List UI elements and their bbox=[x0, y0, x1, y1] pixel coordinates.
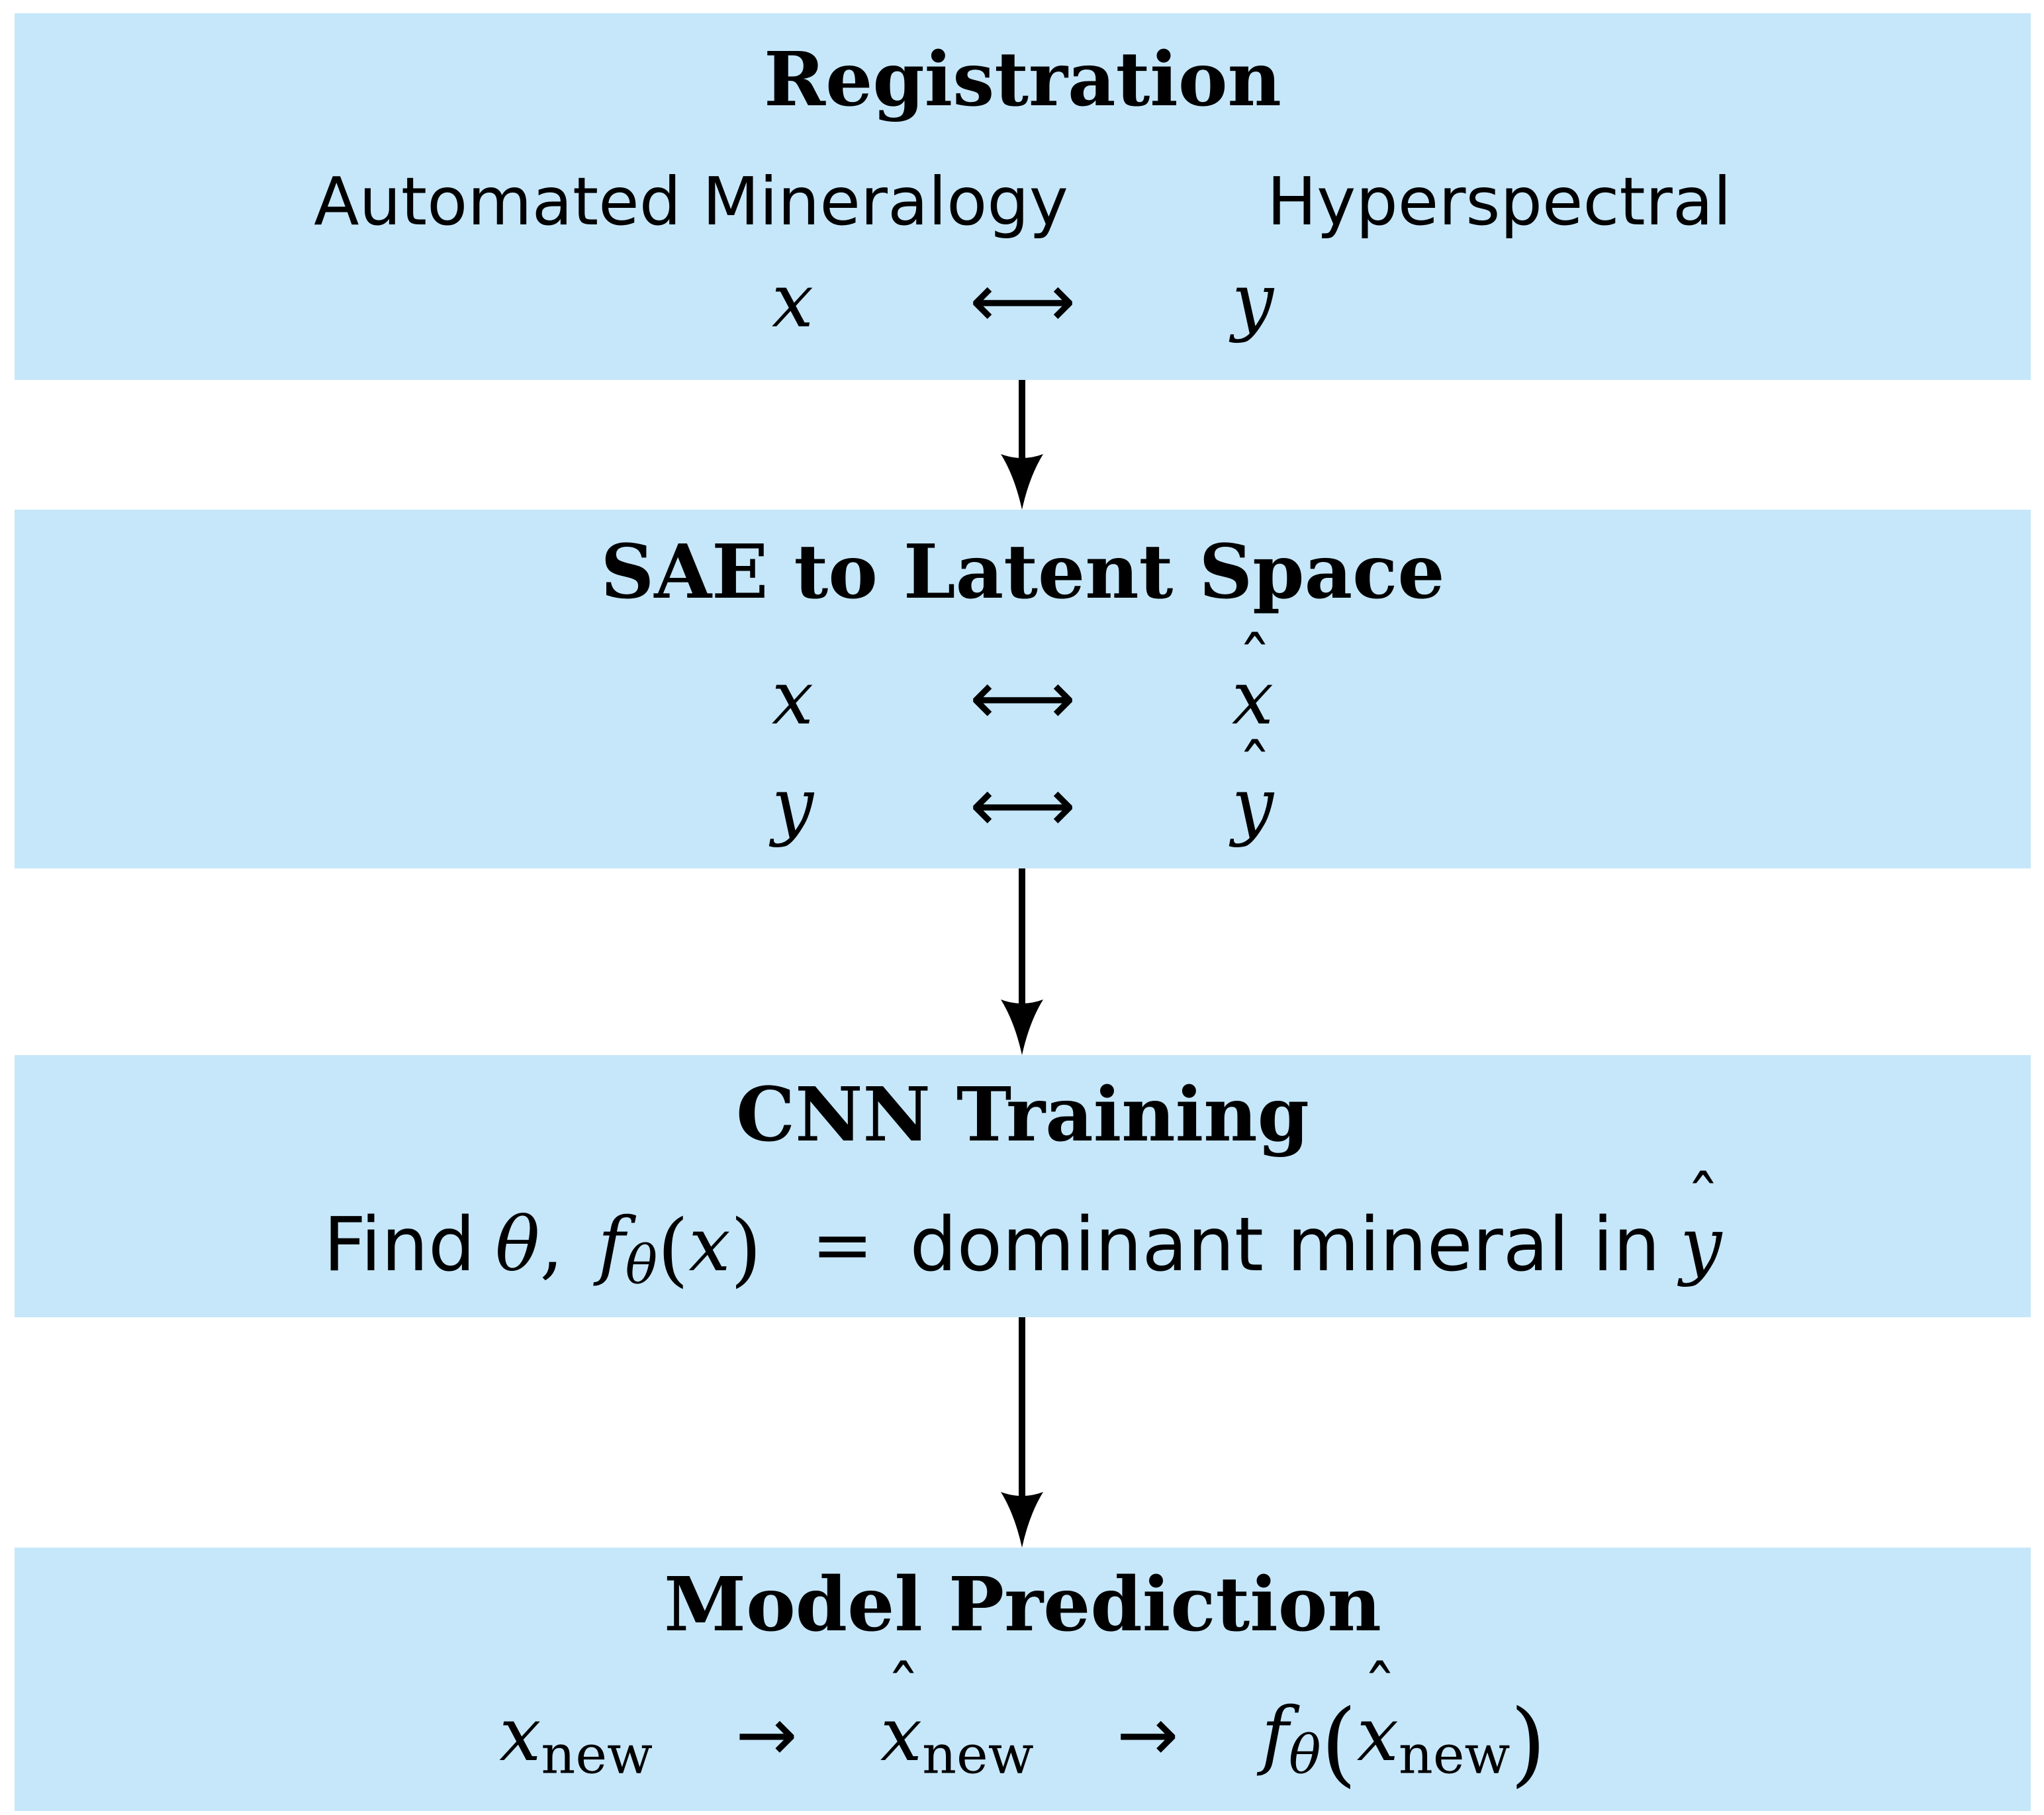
f-symbol: f bbox=[1261, 1692, 1289, 1778]
right-arrow-icon: → bbox=[1116, 1692, 1179, 1778]
left-paren: ( bbox=[1321, 1689, 1357, 1797]
right-paren: ) bbox=[1510, 1689, 1546, 1797]
long-left-right-arrow-icon: ⟷ bbox=[969, 655, 1076, 741]
arrow-stem bbox=[1019, 868, 1025, 1003]
hat-accent: ˆ bbox=[1237, 730, 1272, 810]
var-y-base: y bbox=[1231, 763, 1274, 849]
var-x-base: x bbox=[1356, 1692, 1399, 1778]
theta-comma-term: θ, bbox=[495, 1195, 563, 1295]
theta-symbol: θ bbox=[495, 1202, 540, 1288]
x-new-term: xnew bbox=[499, 1685, 653, 1785]
f-symbol: f bbox=[598, 1202, 626, 1288]
cnn-training-title: CNN Training bbox=[736, 1072, 1309, 1158]
long-left-right-arrow-icon: ⟷ bbox=[969, 258, 1076, 344]
var-x: x bbox=[771, 258, 814, 344]
var-x-base: x bbox=[1231, 655, 1274, 741]
right-paren: ) bbox=[730, 1202, 762, 1296]
model-prediction-title: Model Prediction bbox=[664, 1561, 1381, 1648]
modality-labels-row: Automated Mineralogy Hyperspectral bbox=[314, 162, 1732, 242]
down-arrow-icon bbox=[1001, 380, 1043, 510]
cnn-training-box: CNN Training Find θ, fθ(x) = dominant mi… bbox=[15, 1055, 2031, 1317]
var-x: x bbox=[499, 1692, 541, 1778]
down-arrow-icon bbox=[1001, 868, 1043, 1055]
hat-accent: ˆ bbox=[1362, 1652, 1397, 1732]
comma: , bbox=[539, 1202, 564, 1288]
registration-box: Registration Automated Mineralogy Hypers… bbox=[15, 13, 2031, 380]
arrow-stem bbox=[1019, 1317, 1025, 1496]
automated-mineralogy-label: Automated Mineralogy bbox=[314, 163, 1068, 240]
arrow-head bbox=[1001, 1492, 1043, 1548]
arrow-head bbox=[1001, 454, 1043, 510]
hat-accent: ˆ bbox=[1686, 1162, 1720, 1242]
sae-title: SAE to Latent Space bbox=[600, 529, 1445, 616]
var-y: y bbox=[1231, 258, 1274, 344]
registration-title: Registration bbox=[764, 36, 1281, 123]
arrow-stem bbox=[1019, 380, 1025, 458]
hat-accent: ˆ bbox=[1237, 623, 1272, 703]
new-subscript: new bbox=[1398, 1724, 1510, 1787]
var-x-base: x bbox=[880, 1692, 923, 1778]
var-y: y bbox=[771, 763, 814, 849]
new-subscript: new bbox=[541, 1724, 653, 1787]
theta-subscript: θ bbox=[1289, 1724, 1321, 1787]
hyperspectral-label: Hyperspectral bbox=[1266, 163, 1732, 240]
var-y-base: y bbox=[1680, 1202, 1722, 1288]
var-x: x bbox=[688, 1202, 731, 1288]
new-subscript: new bbox=[922, 1724, 1034, 1787]
theta-subscript: θ bbox=[625, 1234, 658, 1297]
right-arrow-icon: → bbox=[735, 1692, 798, 1778]
long-left-right-arrow-icon: ⟷ bbox=[969, 763, 1076, 849]
registration-mapping-row: x ⟷ y bbox=[743, 259, 1303, 343]
find-word: Find bbox=[323, 1202, 476, 1288]
dominant-mineral-text: dominant mineral in bbox=[909, 1202, 1661, 1288]
hat-accent: ˆ bbox=[886, 1652, 921, 1732]
equals-sign: = bbox=[811, 1202, 874, 1288]
f-theta-x-term: fθ(x) bbox=[598, 1195, 762, 1299]
left-paren: ( bbox=[657, 1202, 689, 1296]
arrow-head bbox=[1001, 1000, 1043, 1055]
down-arrow-icon bbox=[1001, 1317, 1043, 1548]
var-x: x bbox=[771, 655, 814, 741]
